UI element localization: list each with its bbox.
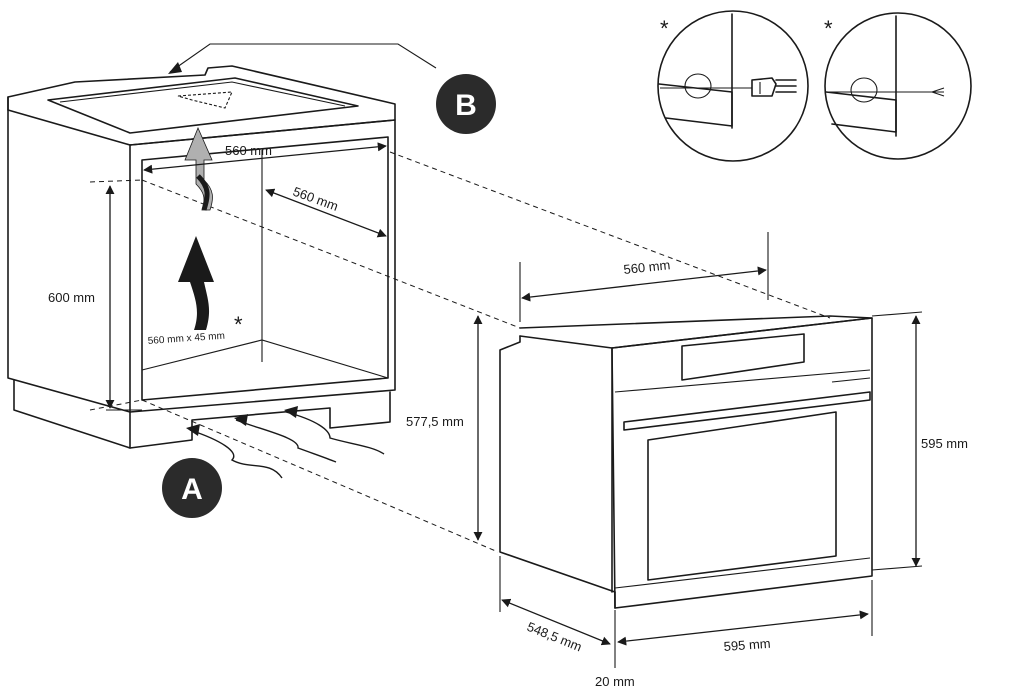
countertop <box>7 65 396 146</box>
cabinet-left-side <box>7 109 131 413</box>
oven-front-width-label: 595 mm <box>723 636 771 654</box>
cabinet-front-frame <box>129 119 396 413</box>
plug-detail-asterisk: * <box>660 16 669 41</box>
plug-icon <box>751 77 797 97</box>
oven-display <box>681 333 805 381</box>
plug-detail <box>657 10 809 162</box>
cabinet-width-label: 560 mm <box>225 143 272 158</box>
vent-opening-label: 560 mm x 45 mm <box>147 331 225 347</box>
vent-asterisk: * <box>234 312 243 337</box>
oven-window <box>647 411 837 581</box>
cabinet-width-line <box>143 142 387 174</box>
oven-depth-label: 548,5 mm <box>525 619 584 655</box>
plinth-left <box>13 379 131 449</box>
cabinet-dimensions <box>105 142 387 411</box>
oven-dimensions <box>473 232 923 668</box>
worktop-cutout <box>47 77 359 134</box>
door-offset-label: 20 mm <box>595 674 635 689</box>
oven-top <box>519 315 873 349</box>
oven-front-height-label: 595 mm <box>921 436 968 451</box>
oven-handle <box>623 391 871 431</box>
cable-detail <box>824 12 972 160</box>
marker-b-label: B <box>455 89 477 122</box>
leader-line-b <box>169 43 437 73</box>
oven <box>499 315 873 609</box>
cable-detail-asterisk: * <box>824 16 833 41</box>
oven-side <box>499 335 616 593</box>
oven-body-height-label: 577,5 mm <box>406 414 464 429</box>
marker-b: B <box>436 74 496 134</box>
oven-top-width-label: 560 mm <box>623 257 671 277</box>
marker-a: A <box>162 458 222 518</box>
oven-depth-line <box>501 598 611 646</box>
cabinet-depth-line <box>265 188 387 238</box>
cabinet-height-label: 600 mm <box>48 290 95 305</box>
oven-top-width-line <box>521 266 767 302</box>
oven-front <box>611 317 873 609</box>
marker-a-label: A <box>181 473 203 506</box>
oven-front-width-line <box>617 610 869 646</box>
plinth-front <box>129 391 391 449</box>
